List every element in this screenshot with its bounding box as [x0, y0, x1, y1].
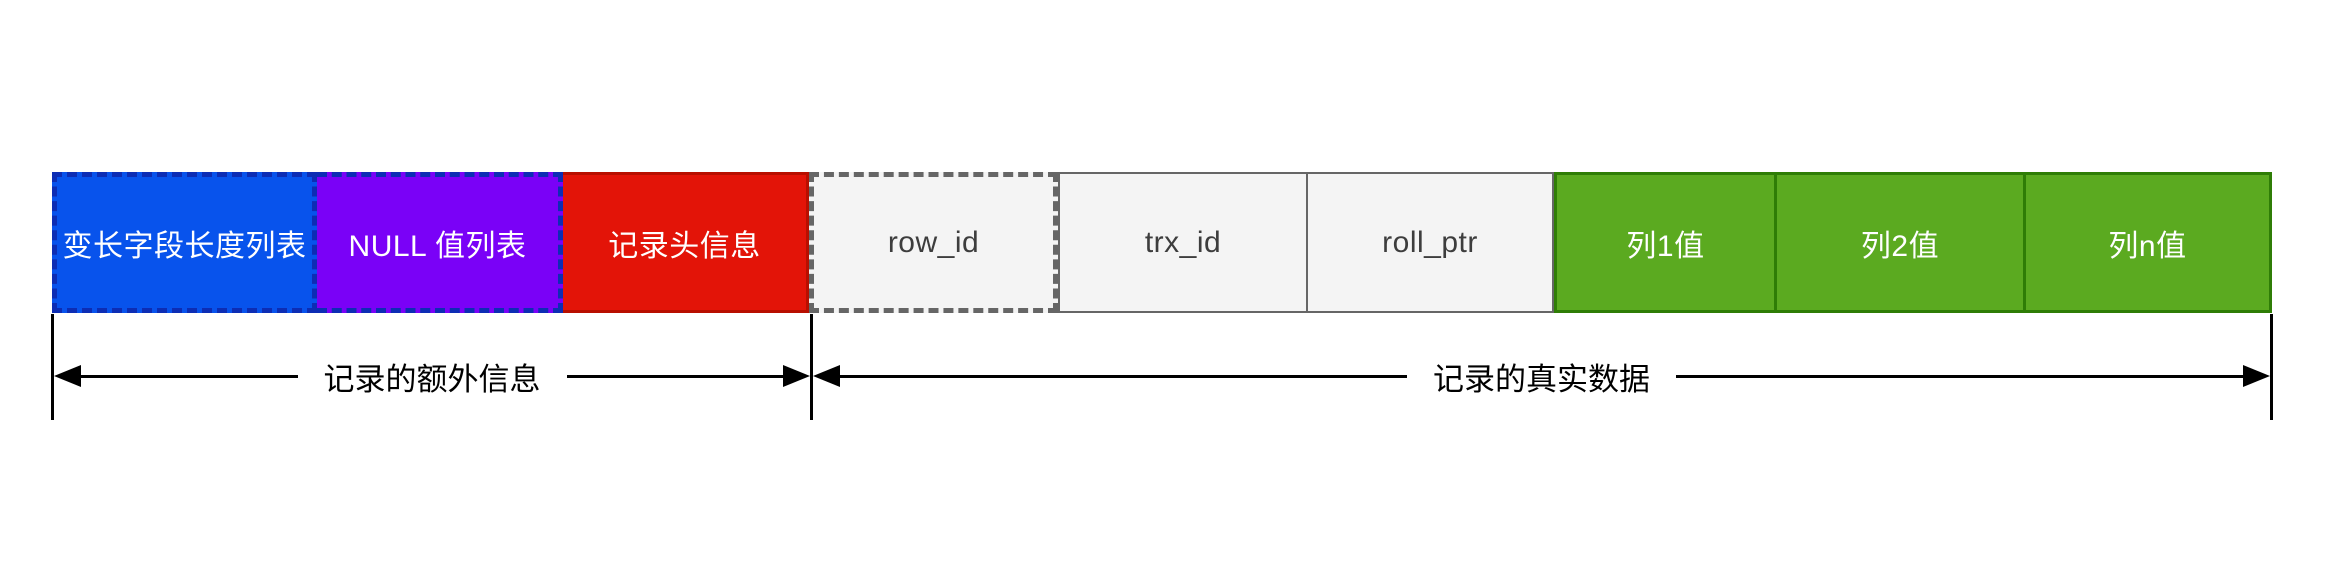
segment-record-header-label: 记录头信息 — [608, 229, 761, 263]
extent-tick-right — [2270, 314, 2273, 420]
segment-trx-id: trx_id — [1058, 172, 1308, 313]
segment-row-id-label: row_id — [887, 225, 980, 259]
dimension-line — [566, 374, 783, 378]
extent-tick-middle — [810, 314, 813, 420]
segment-col-1-value: 列1值 — [1554, 172, 1777, 313]
segment-var-length-list-label: 变长字段长度列表 — [62, 229, 307, 263]
dimension-extra-info: 记录的额外信息 — [54, 352, 810, 400]
segment-roll-ptr-label: roll_ptr — [1382, 225, 1478, 259]
segment-trx-id-label: trx_id — [1144, 225, 1222, 259]
dimension-extra-info-label: 记录的额外信息 — [323, 361, 541, 397]
segment-col-2-value-label: 列2值 — [1860, 229, 1940, 263]
dimension-real-data: 记录的真实数据 — [813, 352, 2270, 400]
segment-col-n-value-label: 列n值 — [2108, 229, 2187, 263]
segment-record-header: 记录头信息 — [563, 172, 809, 313]
arrow-left-icon — [54, 365, 81, 387]
segment-var-length-list: 变长字段长度列表 — [52, 172, 317, 313]
dimension-line — [81, 374, 298, 378]
dimension-real-data-label: 记录的真实数据 — [1433, 361, 1650, 397]
dimension-line — [840, 374, 1407, 378]
arrow-right-icon — [2243, 365, 2270, 387]
segment-row-id: row_id — [809, 172, 1058, 313]
segment-col-2-value: 列2值 — [1777, 172, 2026, 313]
segment-col-1-value-label: 列1值 — [1626, 229, 1705, 263]
dimension-line — [1676, 374, 2243, 378]
arrow-left-icon — [813, 365, 840, 387]
segment-null-list: NULL 值列表 — [317, 172, 563, 313]
segment-roll-ptr: roll_ptr — [1308, 172, 1554, 313]
segment-col-n-value: 列n值 — [2026, 172, 2272, 313]
extent-tick-left — [51, 314, 54, 420]
arrow-right-icon — [783, 365, 810, 387]
segment-null-list-label: NULL 值列表 — [348, 229, 527, 263]
